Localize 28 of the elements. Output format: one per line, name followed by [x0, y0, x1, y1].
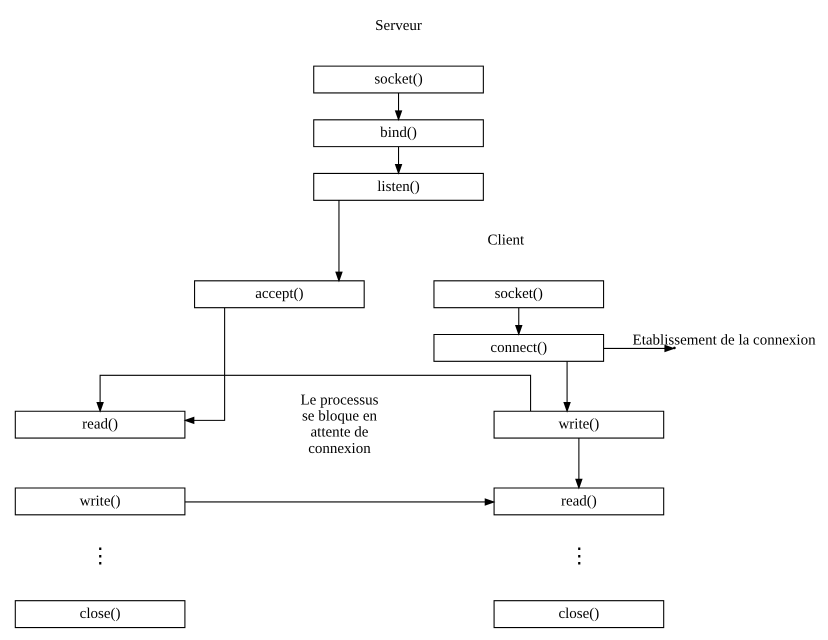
- node-box: connect(): [432, 334, 604, 362]
- node-box: accept(): [194, 280, 364, 308]
- label: ⋮: [89, 544, 110, 568]
- arrow: [394, 146, 402, 175]
- label: ⋮: [568, 544, 589, 568]
- node-box: close(): [493, 600, 664, 628]
- node-box: read(): [493, 487, 664, 516]
- arrow: [96, 374, 531, 413]
- arrow: [603, 344, 675, 352]
- arrow: [394, 93, 402, 122]
- label: Client: [487, 232, 524, 249]
- node-box: write(): [493, 410, 664, 439]
- edge-label: Etablissement de la connexion: [632, 332, 816, 348]
- arrow: [334, 200, 342, 282]
- node-box: socket(): [312, 66, 484, 94]
- arrow: [562, 362, 570, 413]
- node-box: close(): [14, 600, 185, 628]
- node-box: socket(): [432, 280, 604, 308]
- node-box: read(): [14, 410, 185, 439]
- arrow: [574, 438, 582, 490]
- label: Serveur: [374, 18, 422, 34]
- label: Le processus se bloque en attente de connexion: [300, 392, 378, 457]
- arrow: [514, 308, 522, 336]
- arrow: [183, 308, 225, 424]
- node-box: listen(): [312, 172, 484, 201]
- arrow: [184, 498, 495, 506]
- node-box: write(): [14, 487, 185, 516]
- node-box: bind(): [312, 119, 484, 148]
